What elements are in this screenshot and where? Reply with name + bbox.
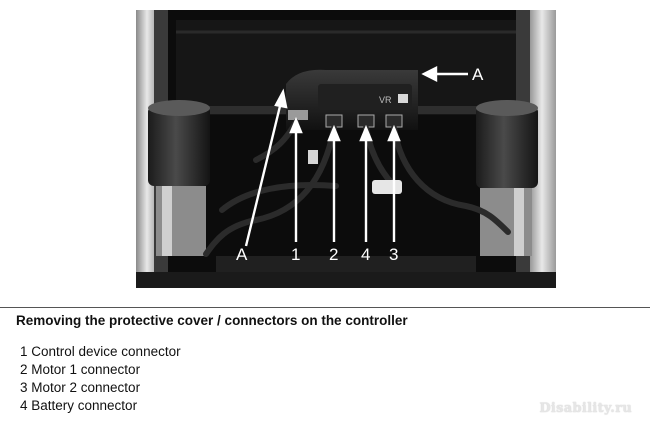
callout-3: 3: [389, 245, 398, 264]
controller-badge-text: VR: [379, 95, 392, 105]
callout-2: 2: [329, 245, 338, 264]
callout-4: 4: [361, 245, 370, 264]
legend-item: 3 Motor 2 connector: [20, 380, 141, 395]
controller-badge: [398, 94, 408, 103]
callout-arrows: [244, 66, 468, 247]
legend-item: 1 Control device connector: [20, 344, 181, 359]
right-motor: [476, 100, 538, 256]
control-device-port: [288, 110, 308, 120]
callout-A-top: A: [472, 65, 484, 84]
battery-plug: [372, 180, 402, 194]
caption-title: Removing the protective cover / connecto…: [16, 313, 408, 328]
left-frame: [136, 10, 158, 288]
left-motor: [148, 100, 210, 256]
callout-1: 1: [291, 245, 300, 264]
callout-A-bottom: A: [236, 245, 248, 264]
legend-item: 4 Battery connector: [20, 398, 138, 413]
controller-photo: VR A A 1 2 4 3: [136, 10, 556, 288]
watermark: Disability.ru: [539, 401, 632, 416]
caption-divider: [0, 307, 650, 308]
controller: VR: [286, 69, 418, 130]
legend-item: 2 Motor 1 connector: [20, 362, 141, 377]
control-plug: [308, 150, 318, 164]
connector-legend: 1 Control device connector 2 Motor 1 con…: [20, 343, 181, 415]
